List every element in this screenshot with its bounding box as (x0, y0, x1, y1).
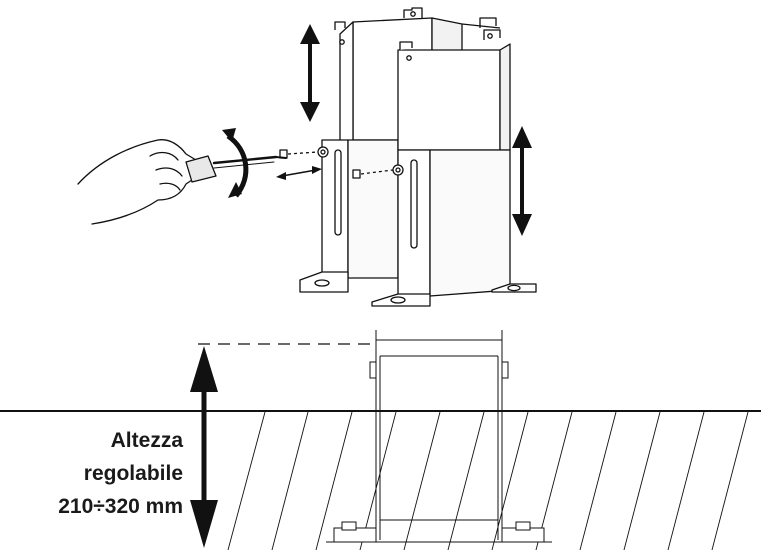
front-leg-lower-section (371, 149, 537, 307)
back-leg-lower-section (299, 139, 399, 293)
height-dimension-arrow (190, 346, 218, 548)
hand-with-screwdriver-icon (77, 139, 287, 225)
ground-hatching (227, 411, 749, 550)
adjustment-screws (279, 146, 404, 179)
support-legs-illustration (279, 7, 537, 307)
adjustable-height-label: Altezza regolabile 210÷320 mm (0, 424, 183, 523)
double-headed-vertical-arrow-icon (300, 24, 320, 122)
label-line-2: regolabile (83, 462, 183, 485)
section-view (0, 330, 761, 550)
front-leg-upper-section (397, 29, 511, 151)
double-headed-vertical-arrow-icon-right (512, 126, 532, 236)
label-line-1: Altezza (110, 429, 183, 452)
back-leg-upper-section (334, 7, 501, 149)
rotation-arrow-icon (222, 128, 249, 198)
label-line-3: 210÷320 mm (58, 495, 183, 518)
double-headed-horizontal-arrow-icon (276, 166, 322, 180)
support-section-outline (326, 330, 552, 543)
